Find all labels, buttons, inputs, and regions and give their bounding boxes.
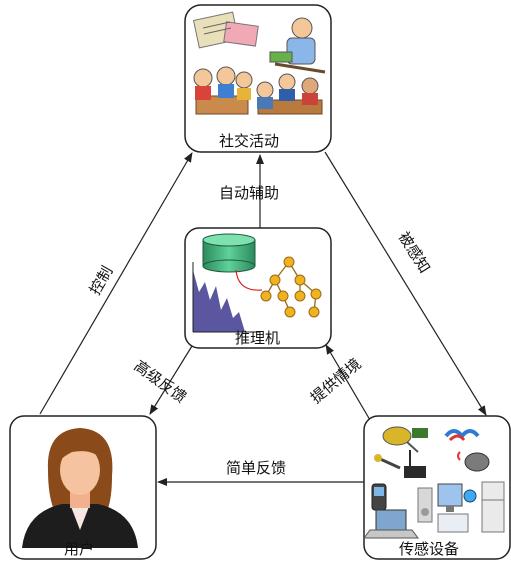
- node-inference: 推理机: [184, 227, 332, 349]
- edge-label-perceived: 被感知: [395, 229, 434, 277]
- node-sensor: 传感设备: [363, 415, 511, 560]
- inference-illustration: [192, 233, 322, 333]
- edge-user-to-social: [39, 152, 193, 415]
- node-label-inference: 推理机: [235, 329, 280, 347]
- edge-label-control: 控制: [86, 263, 117, 298]
- edge-inference-to-user: [149, 345, 193, 415]
- edge-sensor-to-inference: [325, 344, 371, 421]
- node-social: 社交活动: [184, 4, 332, 153]
- edge-social-to-sensor: [324, 151, 487, 416]
- user-avatar-icon: [22, 428, 138, 548]
- sensor-devices-illustration: [363, 426, 505, 539]
- social-activity-illustration: [192, 11, 326, 115]
- node-label-sensor: 传感设备: [399, 540, 459, 558]
- node-label-social: 社交活动: [219, 132, 279, 150]
- edge-label-simple-feedback: 简单反馈: [226, 459, 286, 477]
- node-user: 用户: [9, 415, 157, 560]
- node-label-user: 用户: [64, 540, 94, 558]
- edge-label-auto-assist: 自动辅助: [219, 184, 279, 202]
